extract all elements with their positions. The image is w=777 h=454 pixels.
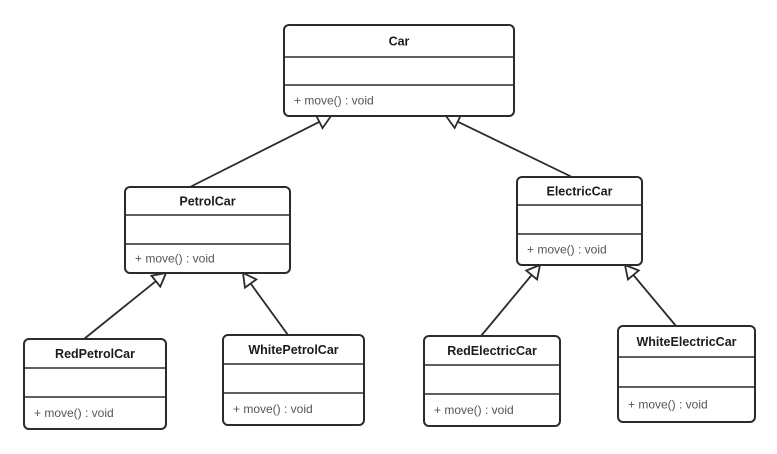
class-method: + move() : void [135,252,215,266]
class-box-whitepetrolcar[interactable]: WhitePetrolCar + move() : void [222,334,365,426]
class-box-redpetrolcar[interactable]: RedPetrolCar + move() : void [23,338,167,430]
class-box-outline [23,338,167,430]
class-name: RedElectricCar [447,344,537,358]
generalization-whiteelectriccar-to-electriccar [623,263,677,327]
class-method: + move() : void [233,402,313,416]
class-box-outline [423,335,561,427]
class-method: + move() : void [34,406,114,420]
generalization-redelectriccar-to-electriccar [480,263,542,337]
generalization-line [632,274,677,327]
class-method: + move() : void [294,94,374,108]
class-box-redelectriccar[interactable]: RedElectricCar + move() : void [423,335,561,427]
generalization-line [249,282,289,336]
class-method: + move() : void [527,243,607,257]
generalization-arrowhead [149,271,168,289]
class-box-outline [617,325,756,423]
generalization-petrolcar-to-car [189,114,333,188]
generalization-whitepetrolcar-to-petrolcar [241,271,289,336]
class-box-car[interactable]: Car + move() : void [283,24,515,117]
class-box-outline [222,334,365,426]
generalization-arrowhead [444,114,463,130]
class-name: WhiteElectricCar [636,335,736,349]
class-box-electriccar[interactable]: ElectricCar + move() : void [516,176,643,266]
class-box-outline [124,186,291,274]
generalization-arrowhead [623,263,641,282]
generalization-arrowhead [241,271,259,290]
generalization-line [480,274,533,337]
class-name: Car [389,34,410,48]
generalization-line [83,280,157,340]
generalization-arrowhead [524,263,542,282]
generalization-electriccar-to-car [444,114,573,178]
class-name: PetrolCar [179,194,235,208]
generalization-line [189,121,320,188]
class-name: RedPetrolCar [55,347,135,361]
class-box-petrolcar[interactable]: PetrolCar + move() : void [124,186,291,274]
class-box-whiteelectriccar[interactable]: WhiteElectricCar + move() : void [617,325,756,423]
generalization-redpetrolcar-to-petrolcar [83,271,168,340]
generalization-line [457,120,573,178]
class-box-outline [283,24,515,117]
class-box-outline [516,176,643,266]
generalization-arrowhead [314,114,333,130]
class-name: ElectricCar [546,184,612,198]
class-method: + move() : void [434,403,514,417]
class-method: + move() : void [628,398,708,412]
class-name: WhitePetrolCar [248,343,338,357]
